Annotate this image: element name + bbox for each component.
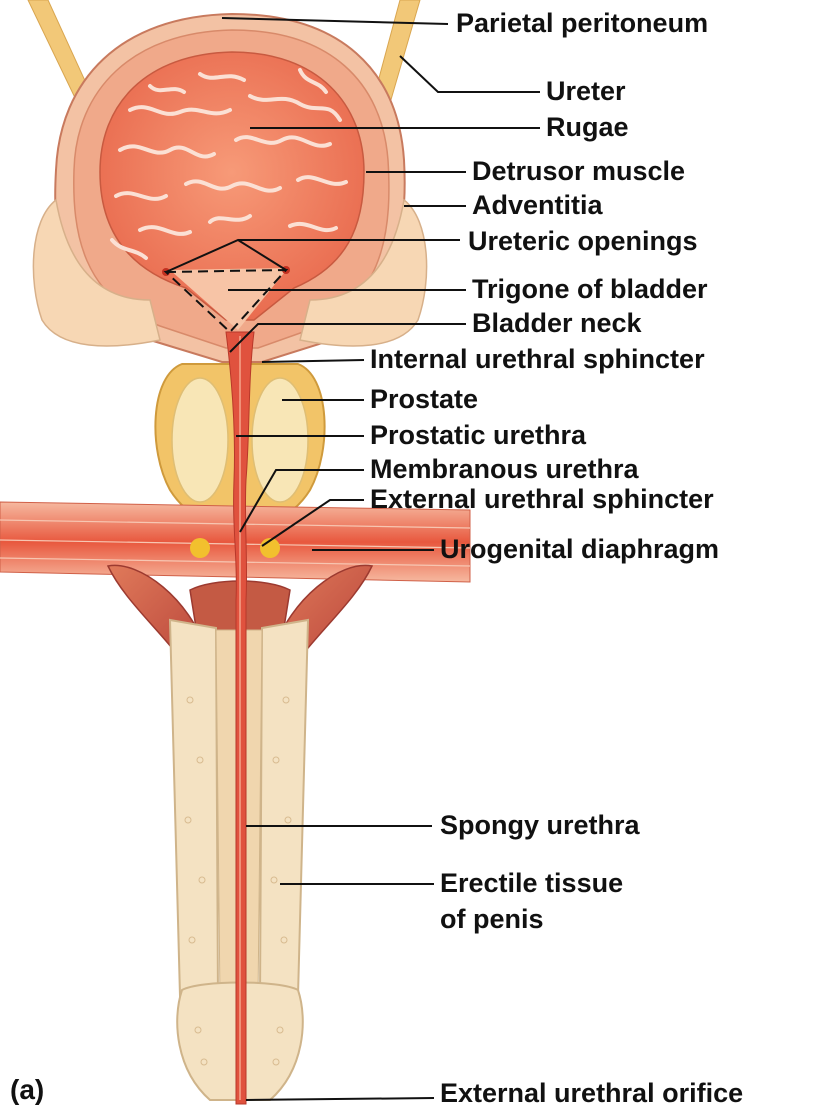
leader-internal-sphincter [262, 360, 364, 362]
label-internal-urethral-sphincter: Internal urethral sphincter [370, 344, 705, 374]
label-ureteric-openings: Ureteric openings [468, 226, 698, 256]
label-prostatic-urethra: Prostatic urethra [370, 420, 586, 450]
label-rugae: Rugae [546, 112, 629, 142]
label-urogenital-diaphragm: Urogenital diaphragm [440, 534, 719, 564]
label-external-urethral-sphincter: External urethral sphincter [370, 484, 714, 514]
label-spongy-urethra: Spongy urethra [440, 810, 640, 840]
label-ureter: Ureter [546, 76, 626, 106]
panel-label: (a) [10, 1074, 44, 1106]
label-bladder-neck: Bladder neck [472, 308, 642, 338]
label-parietal-peritoneum: Parietal peritoneum [456, 8, 708, 38]
label-external-urethral-orifice: External urethral orifice [440, 1078, 743, 1108]
leader-external-orifice [246, 1098, 434, 1100]
label-adventitia: Adventitia [472, 190, 603, 220]
label-prostate: Prostate [370, 384, 478, 414]
label-erectile-tissue-line1: Erectile tissue [440, 868, 623, 898]
leader-ureter [400, 56, 540, 92]
label-trigone-of-bladder: Trigone of bladder [472, 274, 708, 304]
label-membranous-urethra: Membranous urethra [370, 454, 639, 484]
label-detrusor-muscle: Detrusor muscle [472, 156, 685, 186]
label-erectile-tissue-line2: of penis [440, 904, 544, 934]
